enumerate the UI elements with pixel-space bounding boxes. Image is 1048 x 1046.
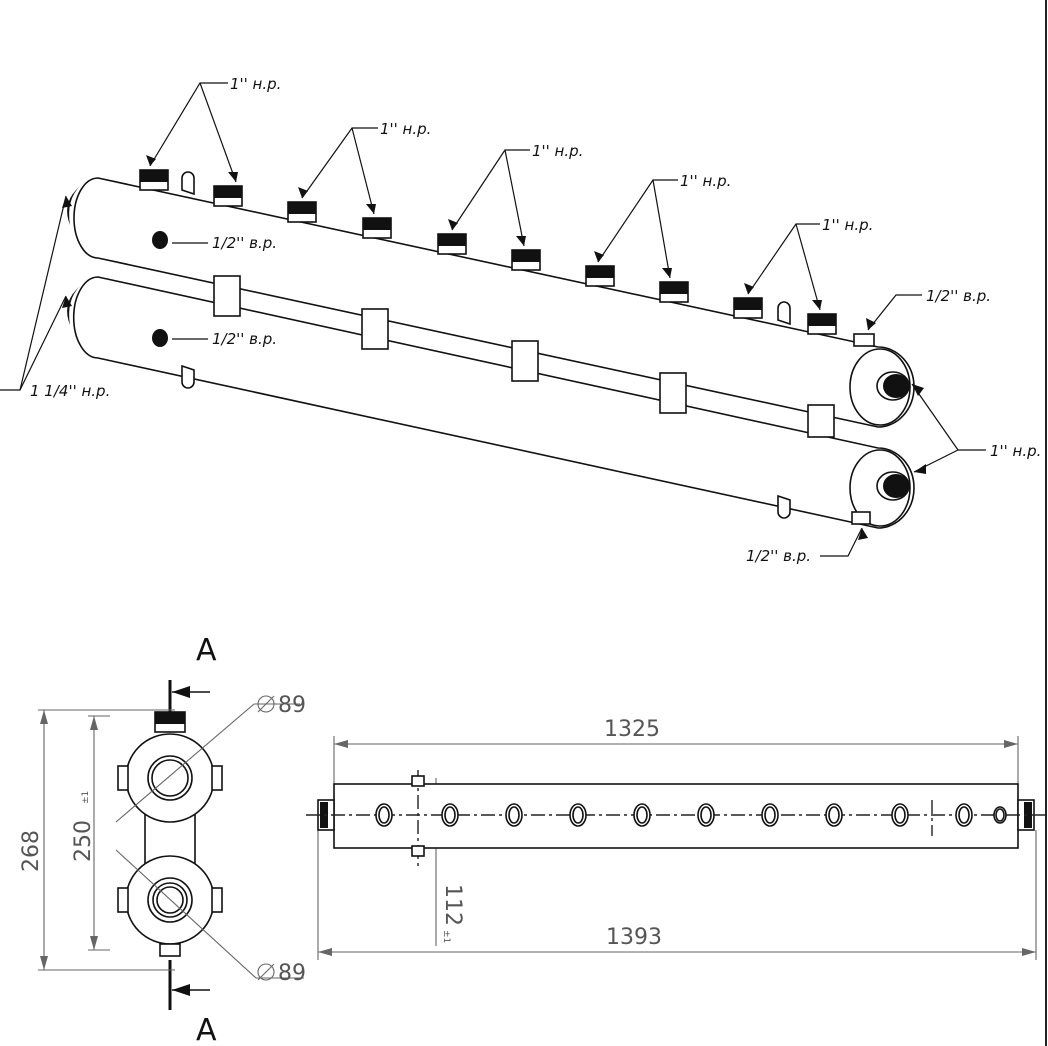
- callout-side-socket-top: 1/2'' в.р.: [212, 234, 277, 252]
- height-axes-label: 250: [71, 820, 96, 862]
- callout-outlet-4: 1'' н.р.: [680, 172, 731, 190]
- top-outlets: [139, 169, 875, 347]
- callout-bottom-socket: 1/2'' в.р.: [746, 547, 811, 565]
- leader-lines: [0, 82, 986, 557]
- callout-side-socket-bottom: 1/2'' в.р.: [212, 330, 277, 348]
- spacers: [213, 275, 835, 438]
- callout-top-socket-right: 1/2'' в.р.: [926, 287, 991, 305]
- side-socket-top: [152, 231, 168, 249]
- leader-arrowheads: [62, 155, 926, 540]
- section-letter-bottom: A: [196, 1013, 217, 1046]
- callout-outlet-5: 1'' н.р.: [822, 216, 873, 234]
- callout-end-nipples: 1'' н.р.: [990, 442, 1041, 460]
- length-total-label: 1393: [606, 925, 662, 950]
- offset-label: 112: [440, 884, 465, 926]
- height-axes-tolerance: ±1: [81, 791, 91, 804]
- dia-label-top: 89: [278, 693, 306, 718]
- upper-header-pipe: [73, 177, 915, 428]
- callout-outlet-1: 1'' н.р.: [230, 75, 281, 93]
- isometric-view: 1'' н.р. 1'' н.р. 1'' н.р. 1'' н.р. 1'' …: [0, 75, 1041, 565]
- plan-outlets: [375, 803, 1007, 827]
- lower-right-nipple-thread: [883, 474, 909, 498]
- length-body-label: 1325: [604, 717, 660, 742]
- plan-view: 1325 1393 112 ±1: [306, 717, 1046, 960]
- mounting-brackets: [181, 171, 791, 519]
- section-view: A A 89 89: [19, 633, 306, 1046]
- height-total-label: 268: [19, 830, 44, 872]
- callout-end-left: 1 1/4'' н.р.: [30, 382, 110, 400]
- upper-right-nipple-thread: [883, 374, 909, 398]
- section-letter-top: A: [196, 633, 217, 668]
- offset-tolerance: ±1: [441, 930, 451, 943]
- dia-label-bottom: 89: [278, 961, 306, 986]
- lower-header-pipe: [72, 276, 915, 529]
- side-socket-bottom: [152, 329, 168, 347]
- callout-outlet-3: 1'' н.р.: [532, 142, 583, 160]
- plan-header-body: [333, 783, 1019, 849]
- bottom-socket: [851, 511, 871, 525]
- callout-outlet-2: 1'' н.р.: [380, 120, 431, 138]
